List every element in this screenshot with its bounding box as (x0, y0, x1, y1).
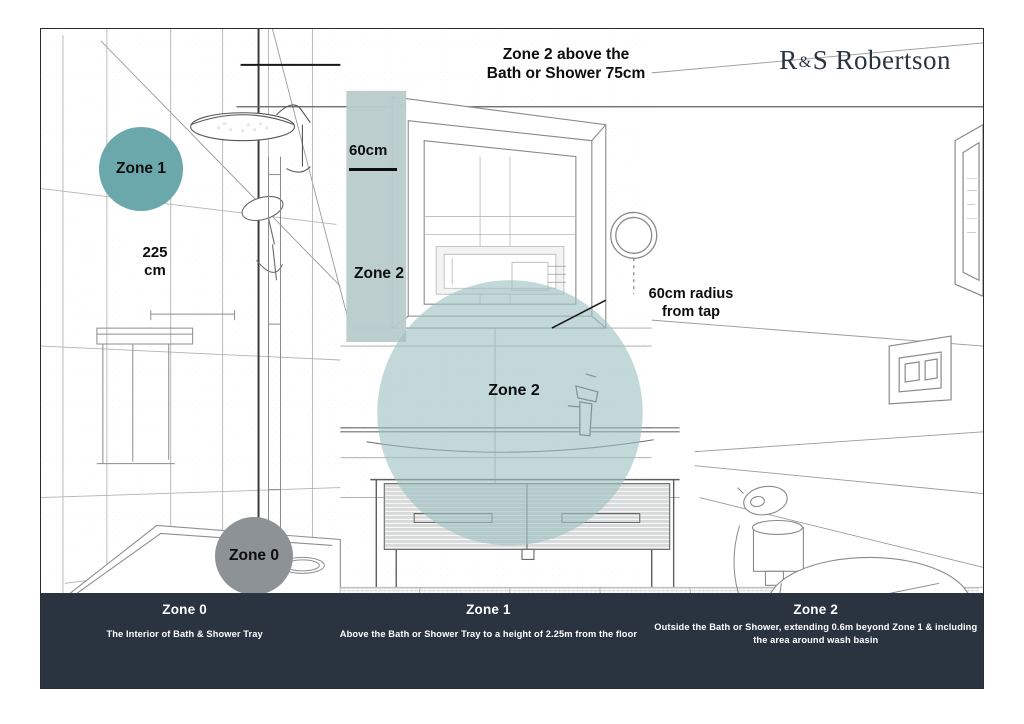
shower-head-icon (190, 104, 311, 173)
brand-name-left: R (779, 45, 798, 75)
diagram-frame: R&S Robertson Zone 2 above the Bath or S… (40, 28, 984, 689)
legend-zone0-title: Zone 0 (162, 602, 207, 617)
callout-60cm-radius-from-tap: 60cm radius from tap (648, 286, 734, 320)
leader-line-radius (551, 299, 607, 329)
brand-logo: R&S Robertson (779, 45, 951, 76)
zone0-badge: Zone 0 (215, 517, 293, 595)
round-mirror-icon (610, 211, 658, 295)
legend-zone1-title: Zone 1 (466, 602, 511, 617)
picture-frame-icon (954, 124, 983, 297)
legend-bar: Zone 0 The Interior of Bath & Shower Tra… (41, 593, 983, 688)
label-60cm-band: 60cm (349, 124, 397, 189)
zone2-radius-circle (377, 280, 643, 546)
legend-zone0-description: The Interior of Bath & Shower Tray (106, 629, 263, 639)
brand-name-right: S Robertson (812, 45, 951, 75)
legend-zone2-description: Outside the Bath or Shower, extending 0.… (654, 622, 978, 646)
label-60cm-text: 60cm (349, 142, 388, 160)
brand-ampersand: & (798, 54, 812, 71)
zone2-center-label: Zone 2 (488, 382, 540, 399)
legend-zone1: Zone 1 Above the Bath or Shower Tray to … (328, 593, 648, 641)
flush-plate-icon (888, 335, 952, 405)
zone2-band-label: Zone 2 (354, 265, 404, 282)
label-225cm-height: 225 cm (142, 244, 168, 280)
toilet-roll-icon (737, 485, 788, 516)
callout-zone2-above-bath: Zone 2 above the Bath or Shower 75cm (486, 46, 646, 82)
label-60cm-underline (349, 167, 397, 171)
zone2-band (346, 90, 407, 343)
legend-zone2: Zone 2 Outside the Bath or Shower, exten… (649, 593, 983, 647)
bathroom-illustration (41, 29, 983, 688)
legend-zone0: Zone 0 The Interior of Bath & Shower Tra… (41, 593, 328, 641)
legend-zone2-title: Zone 2 (793, 602, 839, 617)
zone1-badge: Zone 1 (99, 127, 183, 211)
hand-shower-icon (241, 195, 284, 281)
legend-zone1-description: Above the Bath or Shower Tray to a heigh… (339, 629, 638, 639)
